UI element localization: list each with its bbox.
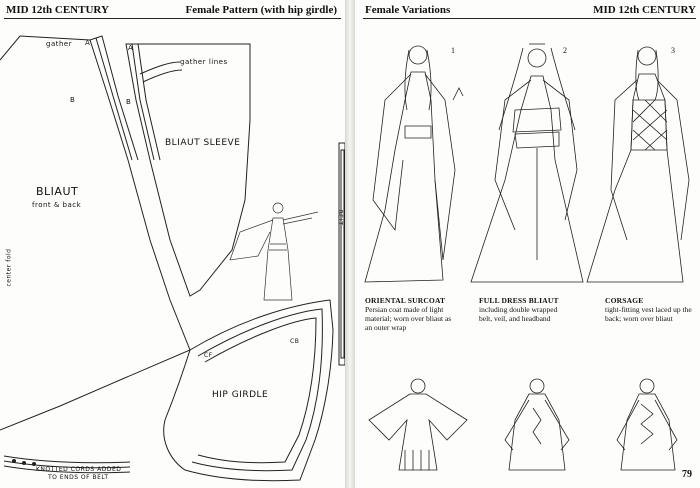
right-header-rule	[363, 18, 696, 19]
hip-girdle-inner-1	[191, 308, 323, 472]
cord-knots	[12, 459, 36, 466]
belt-label: BELT	[336, 209, 344, 226]
gather-label: gather	[46, 40, 73, 48]
left-header-rule	[4, 18, 341, 19]
book-gutter	[345, 0, 355, 488]
back-view-1	[368, 378, 468, 471]
hip-girdle-outline	[163, 299, 334, 482]
knotted-cord-3	[3, 465, 131, 474]
knotted-cords-label: KNOTTED CORDS ADDED	[36, 466, 122, 473]
sleeve-inner-line-1	[131, 43, 155, 161]
to-ends-label: TO ENDS OF BELT	[48, 474, 109, 481]
gather-lines-label: gather lines	[180, 58, 228, 66]
small-figure-sketch	[229, 202, 319, 301]
figure-1-oriental-surcoat	[364, 45, 464, 283]
mark-b-1: B	[70, 96, 76, 104]
mark-a-2: A	[128, 44, 134, 52]
figure-3-corsage	[586, 46, 690, 283]
sleeve-inner-line-2	[137, 43, 161, 161]
back-view-2	[504, 378, 570, 471]
figure-2-full-dress-bliaut	[470, 43, 584, 283]
bliaut-inner-line-2	[95, 35, 139, 161]
figure-2-number: 2	[563, 46, 567, 55]
right-page: Female Variations MID 12th CENTURY	[355, 0, 700, 488]
figure-1-caption: ORIENTAL SURCOAT Persian coat made of li…	[365, 296, 457, 332]
bliaut-sleeve-label: BLIAUT SLEEVE	[165, 138, 241, 148]
center-fold-label: center fold	[5, 248, 13, 287]
knotted-cord-2	[3, 460, 131, 469]
figure-3-title: CORSAGE	[605, 296, 644, 305]
gather-line-1	[139, 61, 181, 75]
bliaut-inner-line-1	[89, 37, 133, 161]
figure-2-title: FULL DRESS BLIAUT	[479, 296, 559, 305]
mark-b-2: B	[126, 98, 132, 106]
figure-3-text: tight-fitting vest laced up the back; wo…	[605, 305, 692, 323]
right-header-subtitle: MID 12th CENTURY	[593, 4, 696, 16]
figure-1-text: Persian coat made of light material; wor…	[365, 305, 452, 332]
cf-label: CF	[204, 352, 213, 359]
figure-1-title: ORIENTAL SURCOAT	[365, 296, 446, 305]
cb-label: CB	[290, 338, 300, 345]
left-page: MID 12th CENTURY Female Pattern (with hi…	[0, 0, 345, 488]
figure-3-caption: CORSAGE tight-fitting vest laced up the …	[605, 296, 697, 323]
left-header-title: MID 12th CENTURY	[6, 4, 109, 16]
left-header-subtitle: Female Pattern (with hip girdle)	[185, 4, 337, 16]
figure-2-text: including double wrapped belt, veil, and…	[479, 305, 558, 323]
figure-3-number: 3	[671, 46, 675, 55]
back-view-3	[616, 378, 678, 471]
front-back-label: front & back	[32, 201, 82, 209]
pattern-drawing	[0, 35, 345, 482]
sleeve-outline	[125, 43, 251, 297]
right-header-title: Female Variations	[365, 4, 451, 16]
knotted-cord-1	[3, 455, 131, 464]
bliaut-label: BLIAUT	[36, 185, 79, 198]
figure-2-caption: FULL DRESS BLIAUT including double wrapp…	[479, 296, 571, 323]
mark-a-1: A	[85, 39, 91, 47]
figure-1-number: 1	[451, 46, 455, 55]
hip-girdle-inner-2	[197, 317, 317, 464]
gather-line-2	[142, 69, 183, 83]
figures-drawing	[364, 43, 690, 471]
page-number: 79	[682, 469, 692, 480]
belt-strip	[338, 142, 345, 366]
bliaut-outline	[0, 35, 191, 431]
belt-inner	[340, 149, 345, 359]
hip-girdle-label: HIP GIRDLE	[212, 390, 269, 400]
